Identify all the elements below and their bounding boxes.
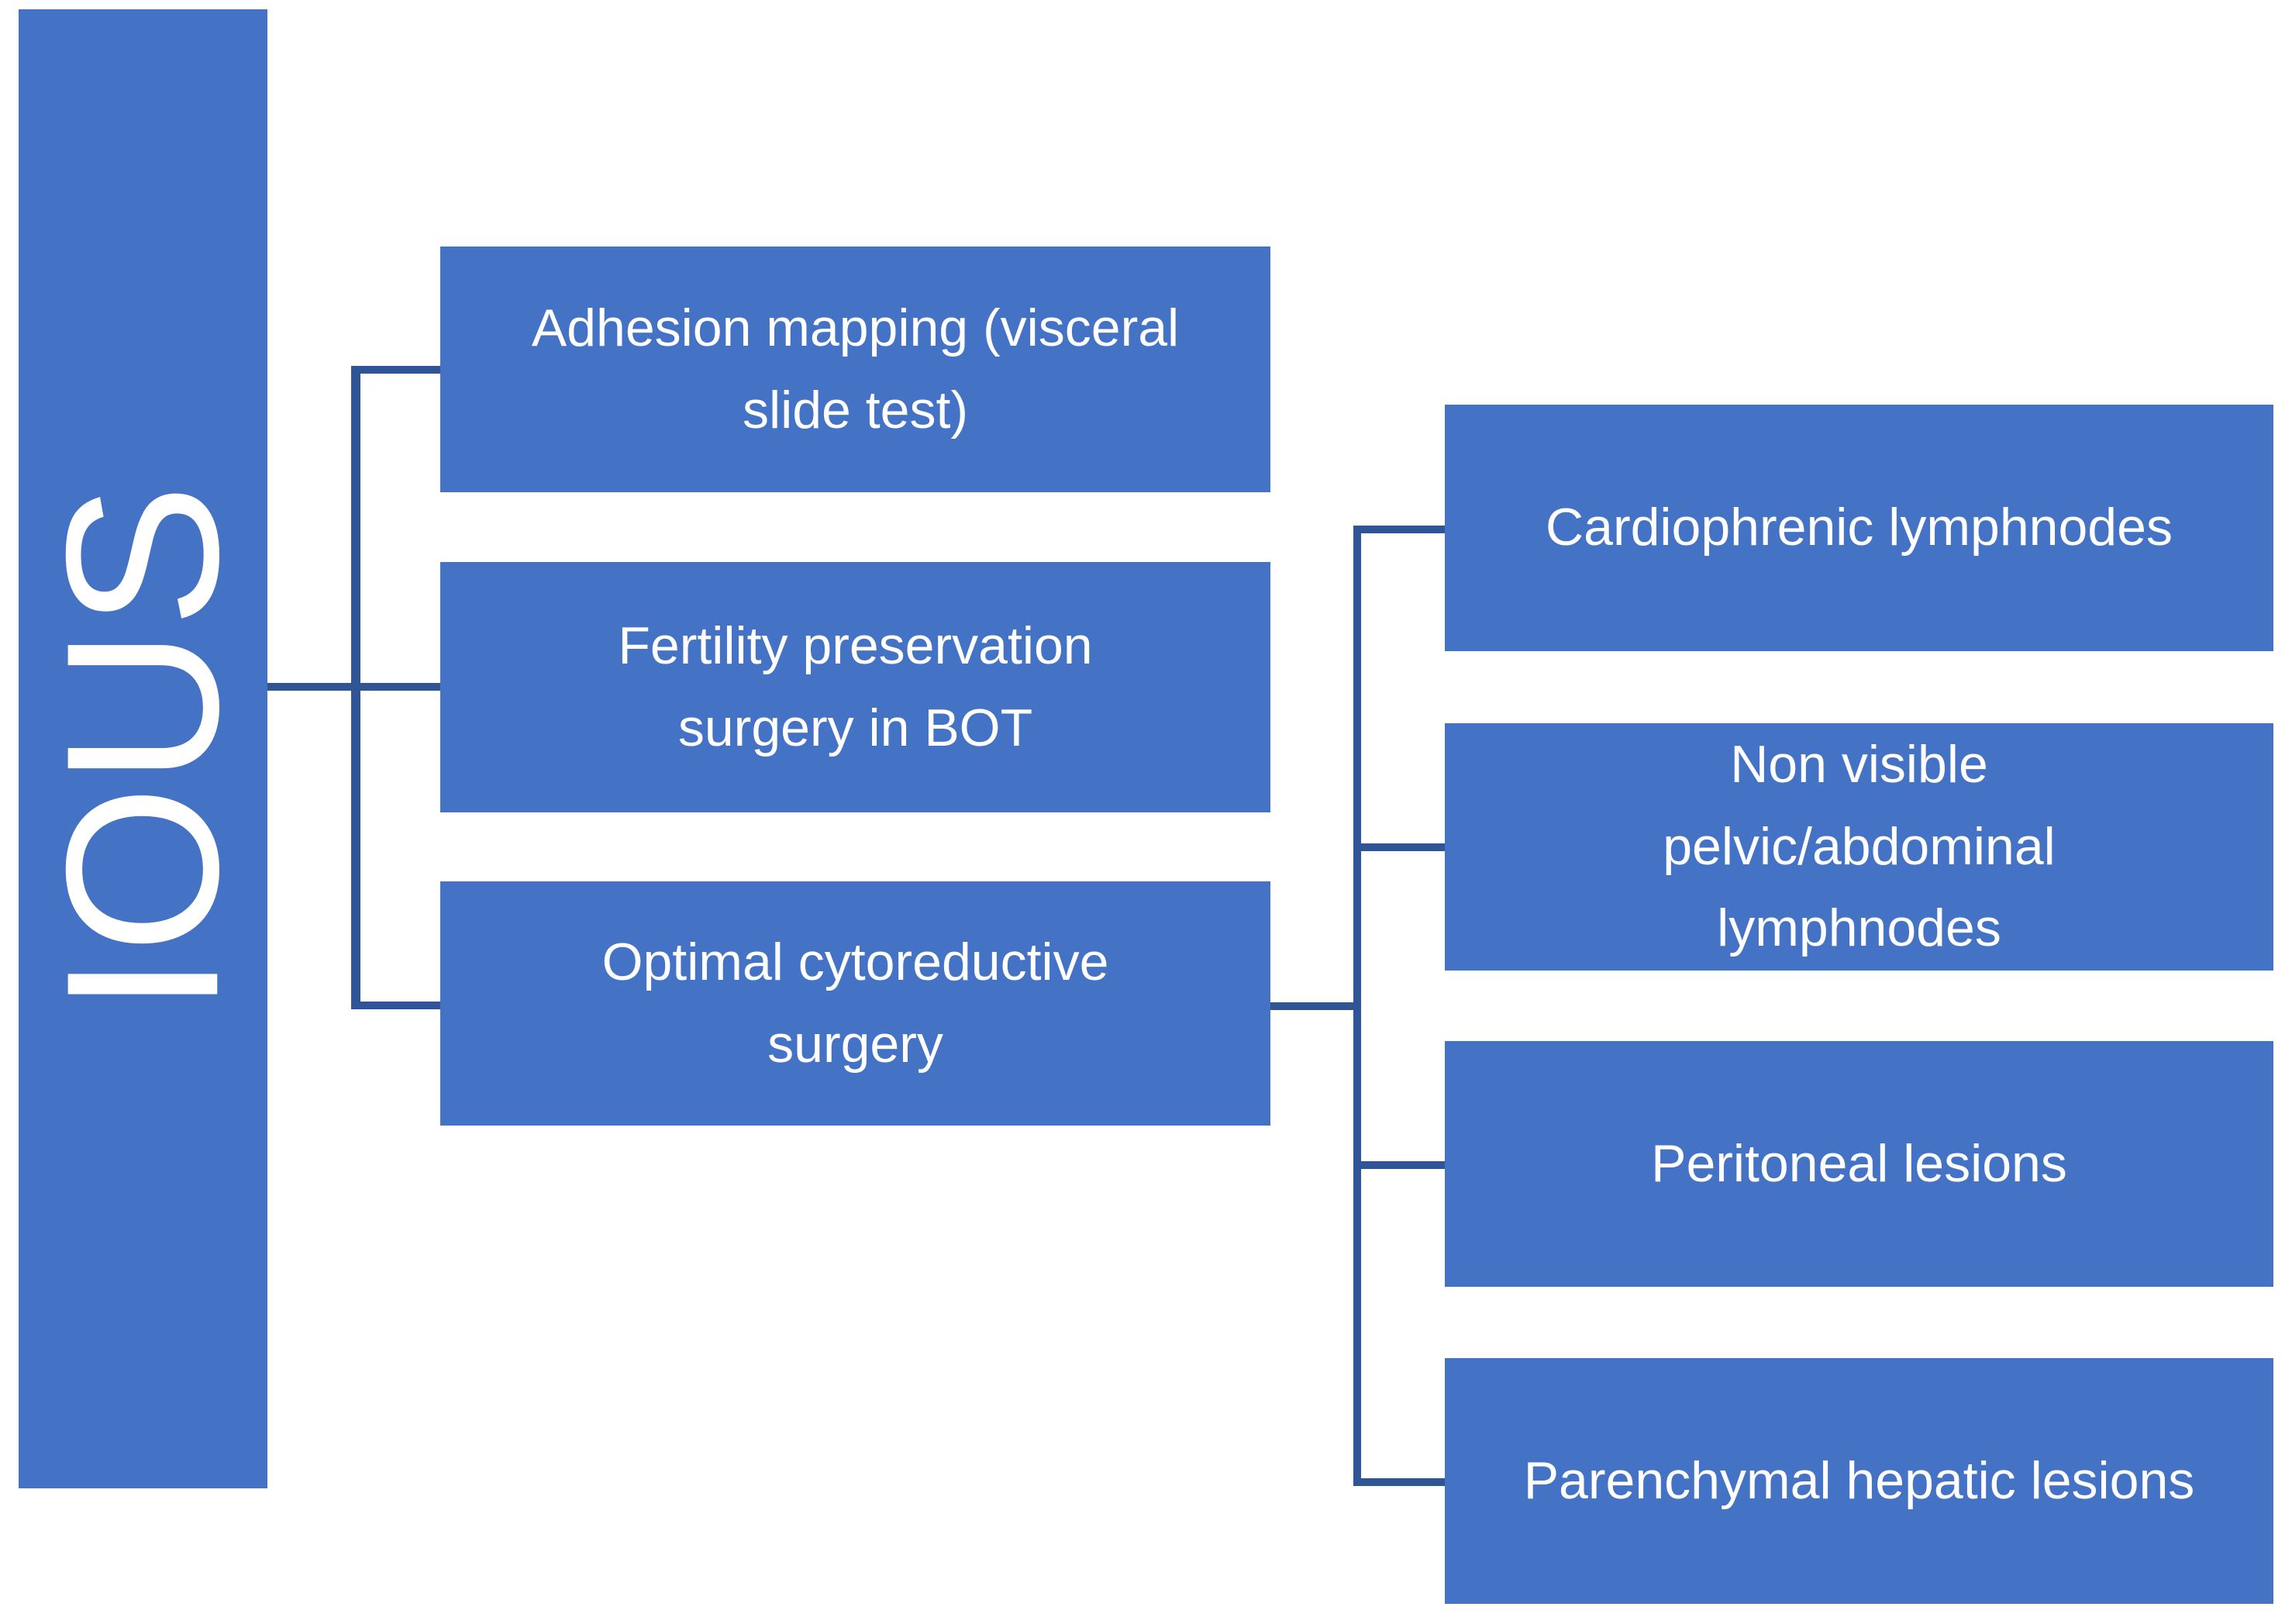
branch-parenchymal-connector <box>1353 1478 1445 1486</box>
node-parenchymal-hepatic-lesions: Parenchymal hepatic lesions <box>1445 1358 2273 1604</box>
branch-adhesion-connector <box>351 366 440 374</box>
node-fertility-preservation: Fertility preservation surgery in BOT <box>440 562 1270 812</box>
node-parenchymal-hepatic-lesions-label: Parenchymal hepatic lesions <box>1523 1450 2195 1510</box>
node-nonvisible-lymphnodes-label: Non visible pelvic/abdominal lymphnodes <box>1663 735 2056 958</box>
node-adhesion-mapping-label: Adhesion mapping (visceral slide test) <box>531 298 1180 440</box>
branch-cardiophrenic-connector <box>1353 526 1445 533</box>
node-fertility-preservation-label: Fertility preservation surgery in BOT <box>618 616 1093 757</box>
node-nonvisible-lymphnodes: Non visible pelvic/abdominal lymphnodes <box>1445 723 2273 971</box>
branch-peritoneal-connector <box>1353 1161 1445 1169</box>
branch-optimal-connector <box>351 1002 440 1009</box>
node-optimal-cytoreductive: Optimal cytoreductive surgery <box>440 881 1270 1126</box>
node-cardiophrenic-lymphnodes-label: Cardiophrenic lymphnodes <box>1546 498 2173 557</box>
node-ious-label: IOUS <box>22 483 264 1015</box>
optimal-out-connector <box>1270 1002 1357 1010</box>
node-peritoneal-lesions: Peritoneal lesions <box>1445 1041 2273 1287</box>
branch-nonvisible-connector <box>1353 843 1445 851</box>
root-branch-connector <box>267 683 440 691</box>
node-adhesion-mapping: Adhesion mapping (visceral slide test) <box>440 247 1270 492</box>
node-optimal-cytoreductive-label: Optimal cytoreductive surgery <box>601 933 1109 1074</box>
right-trunk-connector <box>1353 526 1361 1486</box>
node-peritoneal-lesions-label: Peritoneal lesions <box>1651 1133 2067 1193</box>
node-cardiophrenic-lymphnodes: Cardiophrenic lymphnodes <box>1445 405 2273 651</box>
node-ious-root: IOUS <box>19 9 267 1488</box>
